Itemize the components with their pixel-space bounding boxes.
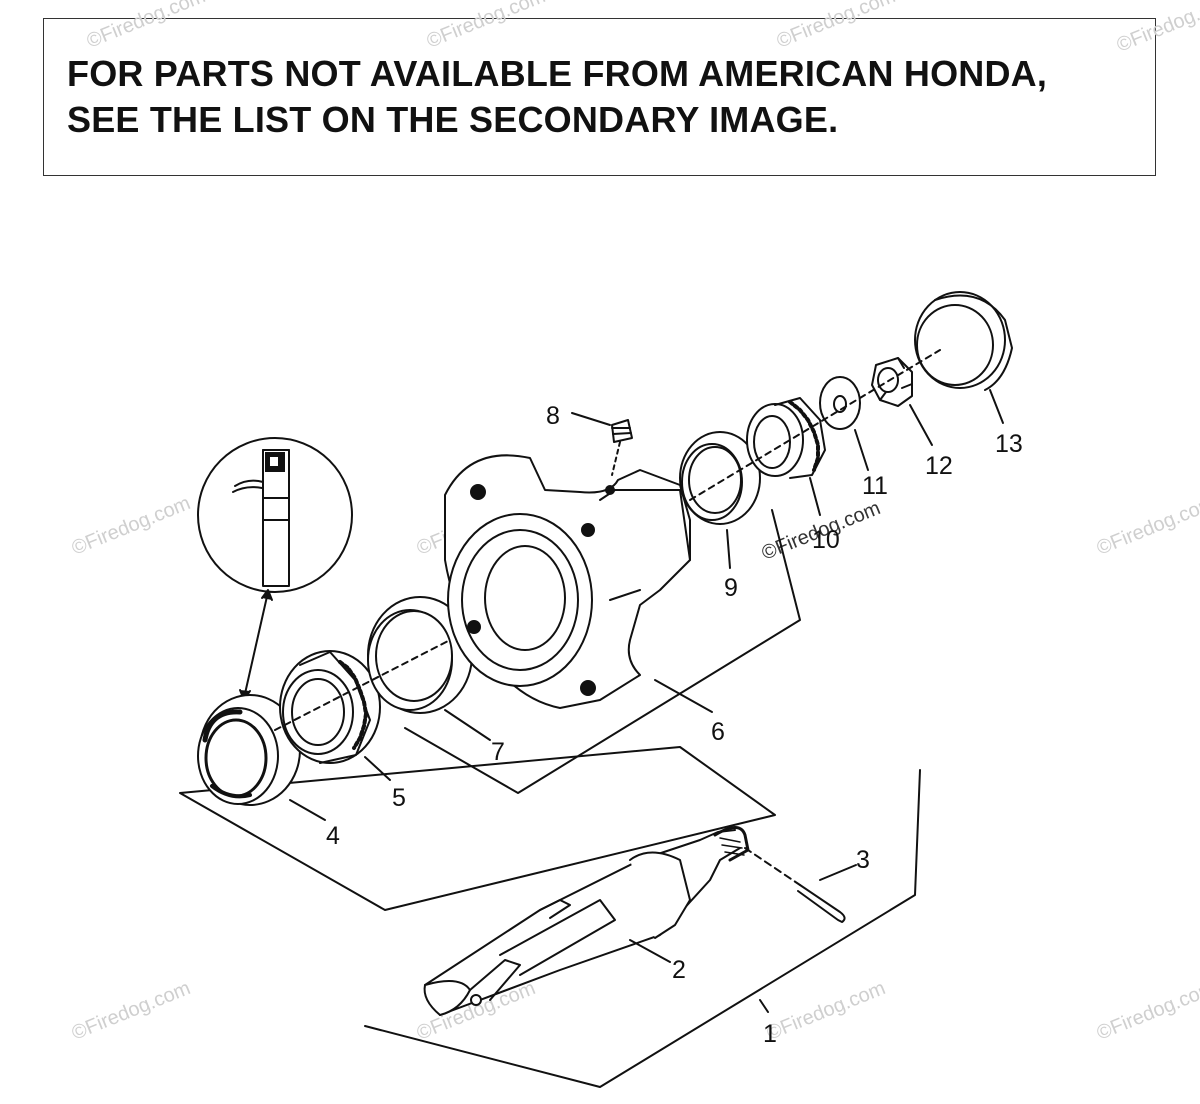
callout-13: 13 [995, 430, 1023, 458]
part-9-race [679, 431, 761, 525]
inset-arrow [243, 591, 269, 699]
part-10-bearing [746, 397, 826, 479]
watermark: ©Firedog.com [774, 0, 899, 53]
detail-inset [197, 437, 353, 593]
callout-labels: 1 2 3 4 5 6 7 8 9 10 11 12 13 [326, 402, 1023, 1048]
arrow-head [261, 589, 273, 601]
bracket-6 [404, 509, 801, 794]
notice-box: FOR PARTS NOT AVAILABLE FROM AMERICAN HO… [43, 18, 1156, 176]
callout-6: 6 [711, 718, 725, 746]
callout-7: 7 [491, 738, 505, 766]
watermark: ©Firedog.com [1114, 0, 1200, 57]
bracket-1 [364, 769, 921, 1088]
callout-9: 9 [724, 574, 738, 602]
leader-lines [289, 389, 1004, 1013]
watermark: ©Firedog.com [1094, 492, 1200, 560]
callout-8: 8 [546, 402, 560, 430]
callout-5: 5 [392, 784, 406, 812]
notice-line-2: SEE THE LIST ON THE SECONDARY IMAGE. [67, 99, 839, 140]
callout-11: 11 [862, 472, 888, 500]
callout-3: 3 [856, 846, 870, 874]
part-13-cap [914, 291, 1013, 391]
watermark: ©Firedog.com [69, 977, 194, 1045]
part-2-spindle [423, 826, 750, 1016]
callout-1: 1 [763, 1020, 777, 1048]
part-3-cotter-pin [744, 847, 857, 923]
part-5-bearing [279, 650, 381, 764]
part-4-oil-seal [197, 694, 301, 806]
watermark: ©Firedog.com [424, 0, 549, 53]
watermark: ©Firedog.com [84, 0, 209, 53]
callout-12: 12 [925, 452, 953, 480]
callout-10: 10 [812, 526, 840, 554]
callout-4: 4 [326, 822, 340, 850]
part-6-hub [444, 454, 691, 709]
callout-2: 2 [672, 956, 686, 984]
axis-line [274, 639, 451, 731]
bracket-4-5 [179, 746, 776, 911]
watermark: ©Firedog.com [69, 492, 194, 560]
watermark: ©Firedog.com [1094, 977, 1200, 1045]
notice-line-1: FOR PARTS NOT AVAILABLE FROM AMERICAN HO… [67, 53, 1048, 94]
part-11-washer [819, 376, 861, 430]
part-12-castle-nut [871, 357, 913, 407]
watermark: ©Firedog.com [764, 977, 889, 1045]
part-8-grease-fitting [571, 412, 633, 476]
axis-line [689, 349, 941, 501]
